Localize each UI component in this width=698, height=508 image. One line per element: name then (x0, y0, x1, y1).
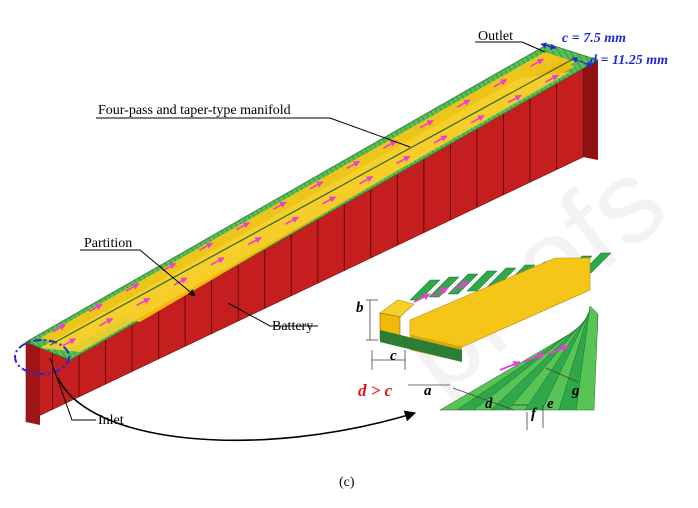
detail-fin-top (466, 270, 498, 292)
flow-arrow (210, 256, 225, 266)
flow-arrow (456, 99, 471, 108)
flow-arrow (62, 338, 76, 347)
flow-arrow (99, 317, 114, 327)
manifold-top (25, 43, 599, 361)
inlet-highlight-ellipse (14, 339, 70, 375)
detail-letter-e: e (547, 396, 554, 412)
flow-arrow (396, 155, 411, 165)
outlet-dimension-markers (540, 42, 593, 67)
flow-arrow (493, 78, 508, 88)
flow-arrow (359, 175, 374, 185)
flow-arrow (470, 114, 485, 124)
battery-left-face (26, 342, 40, 425)
flow-arrow (530, 58, 545, 68)
figure-caption: (c) (339, 475, 355, 490)
flow-arrow (309, 181, 324, 190)
detail-letter-f: f (531, 406, 538, 422)
inequality-d-greater-c: d > c (358, 381, 393, 400)
detail-flow-arrow (431, 287, 449, 297)
flow-arrow (136, 297, 151, 307)
detail-flow-arrow (523, 353, 545, 363)
flow-arrow (125, 283, 140, 292)
dimension-c-label: c = 7.5 mm (562, 31, 626, 46)
flow-arrow (51, 324, 66, 333)
partition-label: Partition (84, 236, 132, 251)
outlet-label: Outlet (478, 29, 513, 44)
detail-letter-a: a (424, 383, 432, 399)
battery-label: Battery (272, 319, 313, 334)
flow-arrow (173, 277, 188, 286)
flow-arrow (346, 160, 361, 170)
flow-arrow (322, 196, 336, 205)
detail-letter-b: b (356, 300, 364, 316)
detail-view: b c a d f e g (356, 252, 612, 430)
detail-callout-arrow (57, 377, 417, 442)
detail-flow-arrow (413, 293, 431, 303)
flow-arrow (235, 221, 250, 231)
flow-arrow (544, 74, 559, 83)
flow-arrow (162, 262, 177, 272)
flow-arrow (247, 236, 262, 246)
leader-lines (49, 41, 546, 421)
detail-flow-arrows (413, 281, 569, 371)
detail-partition-base (380, 330, 462, 362)
flow-arrow (433, 135, 448, 144)
detail-flow-arrow (547, 345, 569, 355)
flow-arrow (419, 119, 434, 129)
flow-arrow (284, 216, 299, 225)
partition-line (49, 57, 576, 346)
flow-arrows (51, 58, 559, 347)
dimension-d-label: d = 11.25 mm (590, 53, 668, 68)
battery-end-face (583, 57, 598, 160)
manifold-label: Four-pass and taper-type manifold (98, 103, 291, 118)
flow-arrow (199, 242, 213, 251)
detail-fin-top (428, 276, 460, 298)
detail-letter-d: d (485, 396, 493, 412)
detail-dimension-lines (366, 299, 579, 430)
detail-letter-c: c (390, 348, 397, 364)
flow-arrow (507, 94, 522, 104)
flow-arrow (383, 140, 397, 149)
flow-arrow (88, 303, 103, 313)
flow-arrow (272, 201, 287, 211)
detail-flow-arrow (451, 281, 469, 291)
detail-flow-arrow (499, 361, 521, 371)
detail-fin (575, 305, 599, 411)
detail-letter-g: g (571, 383, 580, 399)
